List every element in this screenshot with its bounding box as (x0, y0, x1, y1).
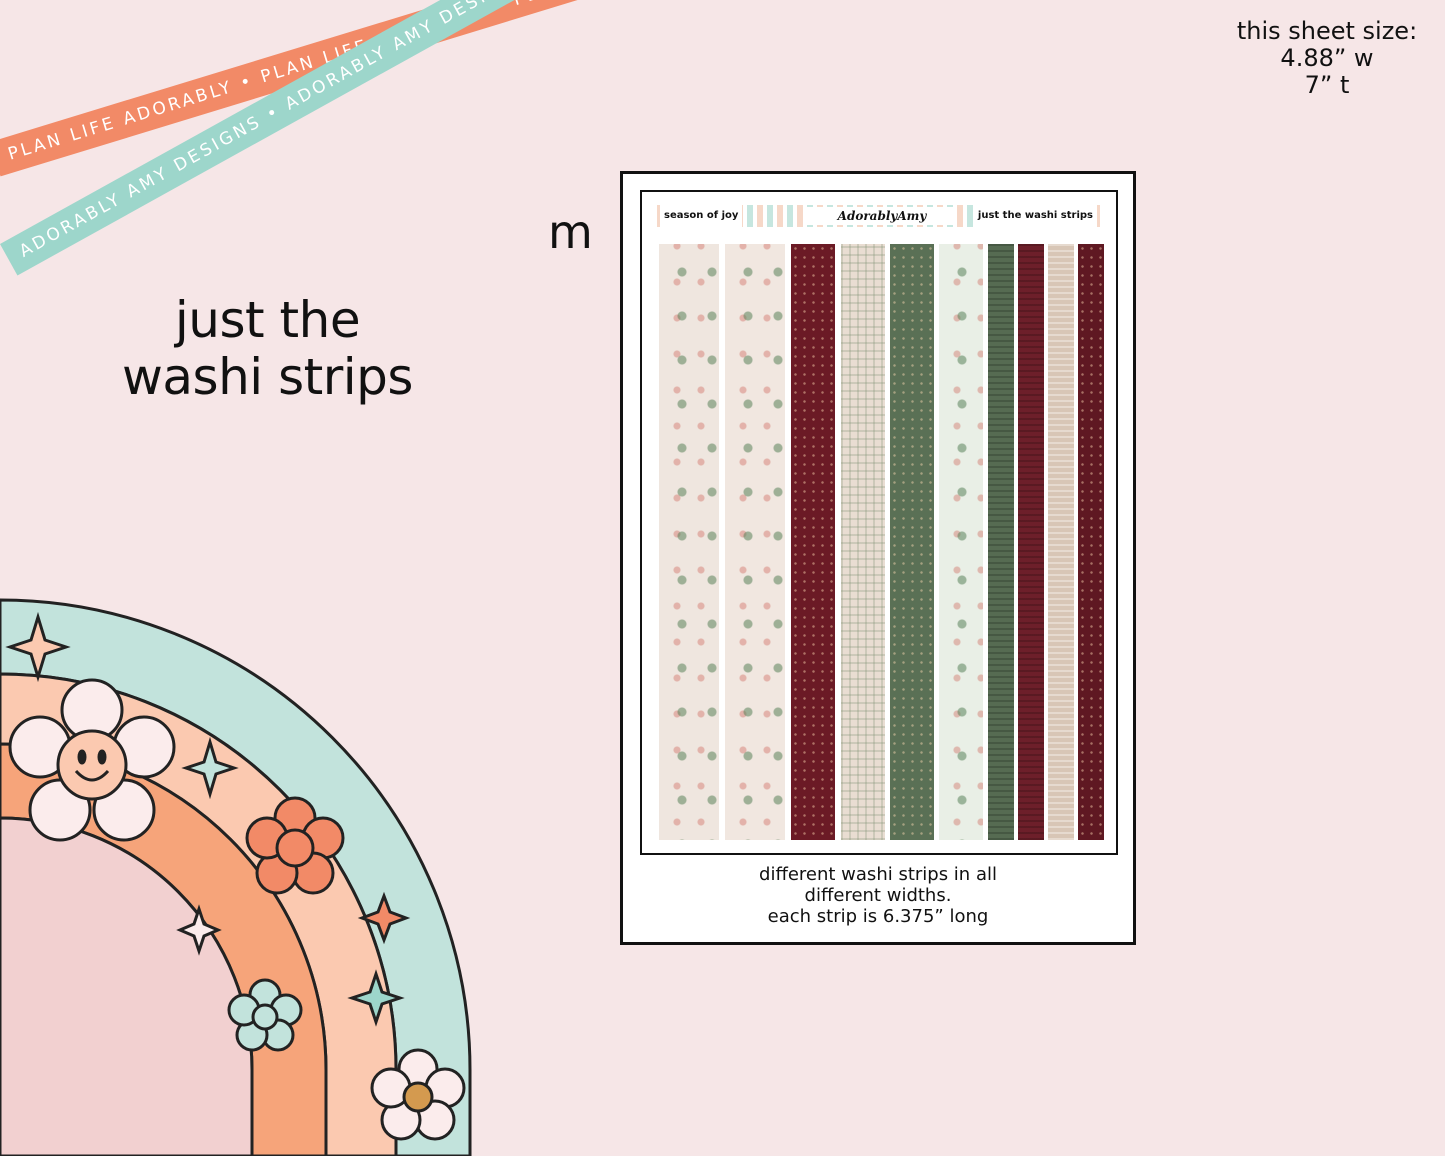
product-preview-frame: season of joy AdorablyAmy just the washi… (620, 171, 1136, 945)
sparkle-icon (357, 891, 411, 945)
title-line-1: just the (174, 291, 361, 349)
sheet-size-info: this sheet size: 4.88” w 7” t (1227, 18, 1427, 99)
sparkle-icon (347, 969, 405, 1027)
washi-strip (1048, 244, 1074, 840)
title-line-2: washi strips (122, 348, 413, 406)
washi-strip (939, 244, 983, 840)
caption-line-1: different washi strips in all (759, 864, 997, 885)
washi-strip (1078, 244, 1104, 840)
white-flower-icon (370, 1048, 466, 1141)
sparkle-icon (181, 736, 239, 800)
brand-logo: AdorablyAmy (807, 207, 957, 225)
sheet-header: season of joy AdorablyAmy just the washi… (657, 205, 1100, 227)
teal-flower-icon (227, 978, 303, 1052)
washi-strip (791, 244, 835, 840)
orange-flower-icon (245, 796, 345, 895)
rainbow-illustration (0, 598, 472, 1156)
washi-strip (841, 244, 885, 840)
sheet-size-height: 7” t (1304, 71, 1350, 99)
sheet-header-right: just the washi strips (973, 205, 1097, 227)
sheet-size-width: 4.88” w (1280, 44, 1374, 72)
sparkle-icon (5, 611, 71, 683)
washi-strip (659, 244, 719, 840)
sheet-size-heading: this sheet size: (1236, 17, 1418, 45)
washi-strips (659, 244, 1104, 840)
smiley-flower-icon (8, 678, 176, 842)
sparkle-icon (176, 904, 222, 956)
caption-line-3: each strip is 6.375” long (767, 906, 989, 927)
sticker-sheet: season of joy AdorablyAmy just the washi… (640, 190, 1118, 855)
washi-strip (1018, 244, 1044, 840)
caption-line-2: different widths. (804, 885, 952, 906)
sheet-caption: different washi strips in all different … (623, 864, 1133, 927)
size-letter: m (548, 205, 593, 259)
sheet-header-left: season of joy (660, 205, 743, 227)
washi-strip (988, 244, 1014, 840)
washi-strip (725, 244, 785, 840)
page-title: just the washi strips (70, 292, 465, 406)
washi-strip (890, 244, 934, 840)
